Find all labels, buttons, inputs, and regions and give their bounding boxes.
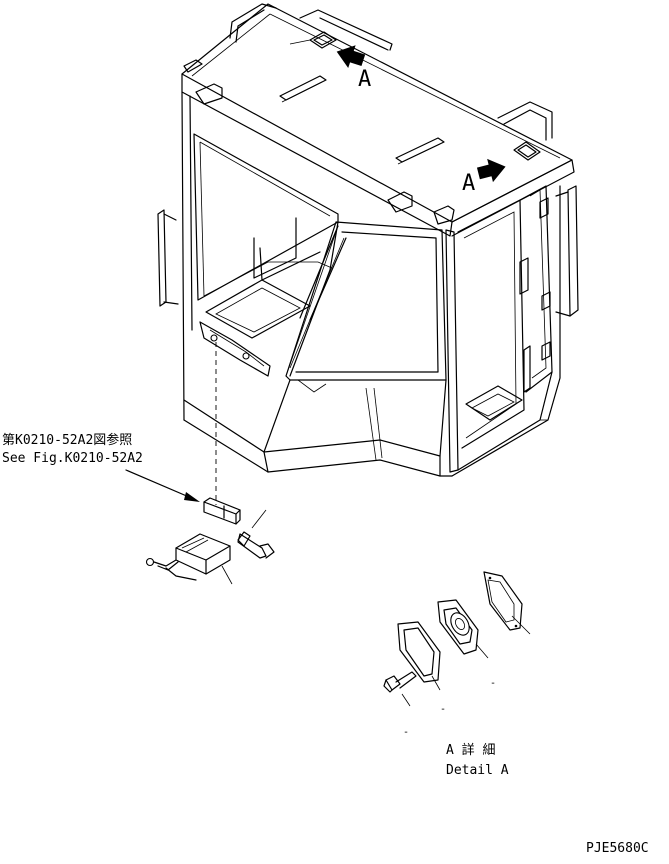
- view-arrow-upper: A: [336, 45, 371, 92]
- view-arrow-lower: A: [462, 158, 506, 196]
- detail-title-en: Detail A: [446, 763, 509, 778]
- detail-a-cover-plate: [397, 621, 441, 691]
- detail-a-vent-body: [437, 599, 489, 659]
- reference-text-en: See Fig.K0210-52A2: [2, 451, 143, 466]
- controller-box: [175, 533, 233, 585]
- detail-mark-bottom-mid: -: [440, 704, 446, 715]
- view-arrow-upper-label: A: [358, 67, 371, 92]
- cab-roof: [181, 3, 575, 237]
- detail-title-jp: A 詳 細: [446, 742, 495, 758]
- detail-a-screw: [383, 671, 417, 707]
- reference-text-jp: 第K0210-52A2図参照: [2, 432, 132, 448]
- reference-note: 第K0210-52A2図参照 See Fig.K0210-52A2: [2, 432, 200, 502]
- roof-vent-upper: [289, 31, 337, 49]
- bolt-part: [237, 509, 275, 559]
- mounting-bracket: [203, 497, 241, 525]
- drawing-code: PJE5680C: [586, 841, 649, 856]
- wire-harness: [145, 557, 197, 581]
- detail-mark-bottom-left: -: [403, 727, 409, 738]
- view-arrow-lower-label: A: [462, 171, 475, 196]
- detail-mark-right: -: [490, 678, 496, 689]
- cab-body: [157, 91, 579, 477]
- roof-vent-lower: [513, 141, 541, 161]
- detail-a-gasket-outer: [483, 571, 531, 635]
